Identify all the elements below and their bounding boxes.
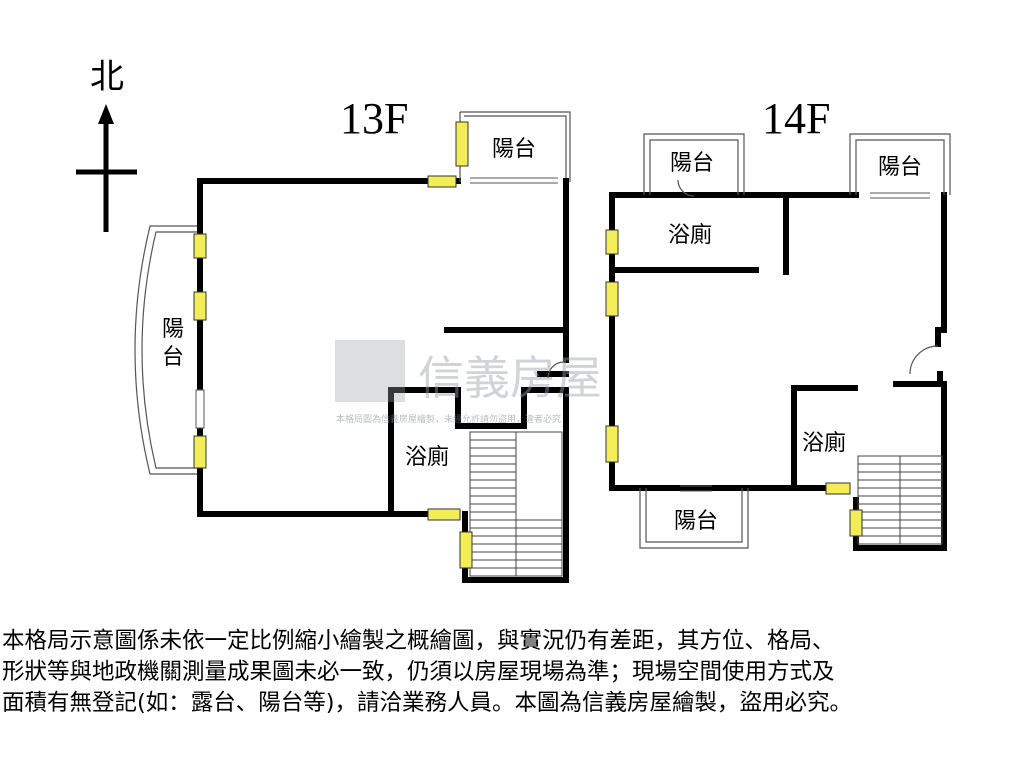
13f-door-side [195,389,205,429]
14f-balcony-bottom: 陽台 [639,485,749,549]
13f-bathroom-label: 浴廁 [405,445,449,470]
watermark-sub: 本格局圖為信義房屋繪製，未經允許請勿盜用，違者必究 [336,413,561,425]
13f-balcony-top: 陽台 [459,111,571,184]
disclaimer-line-1: 本格局示意圖係未依一定比例縮小繪製之概繪圖，與實況仍有差距，其方位、格局、 [2,628,835,654]
13f-balcony-side-label-2: 台 [162,345,184,370]
13f-window-balcony [455,121,469,167]
13f-stair-wall [455,387,569,583]
watermark-logo-icon [335,340,405,402]
14f-window-3 [605,425,619,463]
14f-bathroom-top-label: 浴廁 [668,223,712,248]
14f-balcony-right: 陽台 [849,133,951,199]
14f-door-swing [909,345,939,375]
13f-balcony-side: 陽 台 [134,225,197,475]
14f-balcony-left-label: 陽台 [670,151,714,176]
14f-window-2 [605,281,619,317]
13f-outer-wall [197,178,461,517]
14f-staircase [857,455,943,545]
13f-bathroom-top-wall [388,387,461,429]
14f-balcony-left: 陽台 [643,133,745,197]
floor-14f-label: 14F [762,94,830,143]
13f-window-1 [193,233,207,259]
floor-14f: 14F 陽台 陽台 [605,94,951,551]
floor-13f: 13F 陽台 [134,94,571,583]
north-compass: 北 [76,59,137,232]
14f-window-1 [605,229,619,255]
watermark: 信義房屋 本格局圖為信義房屋繪製，未經允許請勿盜用，違者必究 [335,340,602,425]
13f-window-stair [459,531,473,569]
14f-right-wall [935,192,947,347]
13f-balcony-top-label: 陽台 [492,137,536,162]
13f-window-top [427,175,457,188]
disclaimer-line-3: 面積有無登記(如：露台、陽台等)，請洽業務人員。本圖為信義房屋繪製，盜用必究。 [2,690,853,716]
13f-staircase [469,431,563,577]
13f-window-3 [193,435,207,469]
14f-window-stair [849,509,863,537]
14f-bathroom-bottom-label: 浴廁 [802,431,846,456]
floor-13f-label: 13F [340,94,408,143]
north-arrow-icon [98,104,114,124]
13f-balcony-side-label-1: 陽 [162,317,184,342]
floor-plan-diagram: 北 13F [76,59,951,583]
13f-door-swing [547,361,565,379]
13f-right-wall [444,178,569,333]
watermark-brand: 信義房屋 [418,351,602,405]
14f-balcony-bottom-label: 陽台 [674,509,718,534]
13f-window-bottom [427,508,461,521]
disclaimer-line-2: 形狀等與地政機關測量成果圖未必一致，仍須以房屋現場為準；現場空間使用方式及 [2,659,835,685]
14f-window-bottom [825,482,851,495]
14f-balcony-right-label: 陽台 [878,155,922,180]
north-label: 北 [90,59,124,96]
13f-window-2 [193,291,207,321]
disclaimer: 本格局示意圖係未依一定比例縮小繪製之概繪圖，與實況仍有差距，其方位、格局、 形狀… [2,626,1022,719]
